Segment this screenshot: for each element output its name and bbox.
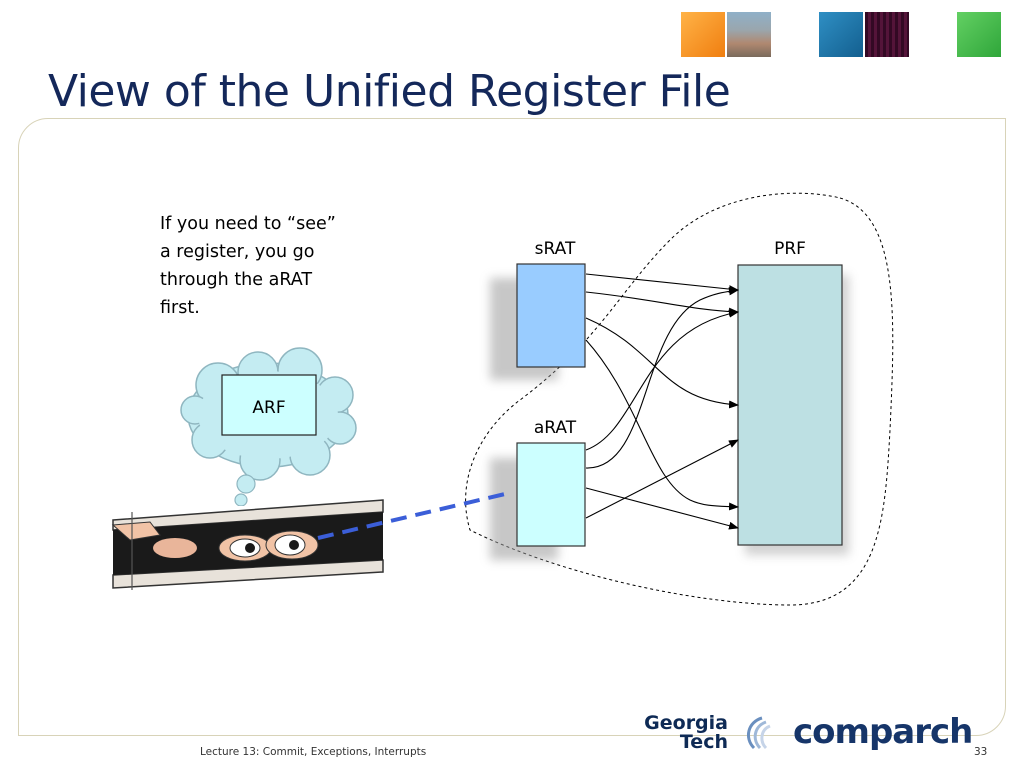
srat-mapping-arrow <box>585 339 739 511</box>
note-line: If you need to “see” <box>160 214 336 234</box>
arat-mapping-arrow <box>585 487 739 530</box>
footer-lecture-title: Lecture 13: Commit, Exceptions, Interrup… <box>200 746 427 758</box>
arf-table <box>221 374 317 436</box>
institution-logo-line2: Tech <box>679 731 728 753</box>
slide-title: View of the Unified Register File <box>48 66 731 117</box>
header-tile-green <box>957 12 1001 57</box>
institution-logo: Georgia Tech <box>636 714 728 752</box>
header-tile-blue <box>819 12 863 57</box>
note-line: through the aRAT <box>160 270 313 290</box>
srat-mapping-arrow <box>585 317 739 409</box>
arf-label: ARF <box>252 398 285 418</box>
explanation-note: If you need to “see” a register, you go … <box>160 210 370 322</box>
header-tile-circuit <box>865 12 909 57</box>
arat-mapping-arrow <box>585 287 739 469</box>
note-line: a register, you go <box>160 242 315 262</box>
srat-label: sRAT <box>535 239 576 259</box>
prf-table <box>737 264 843 546</box>
arat-label: aRAT <box>534 418 577 438</box>
prf-label: PRF <box>774 239 806 259</box>
arat-mapping-arrow <box>585 439 739 519</box>
arat-mapping-arrow <box>585 309 739 451</box>
gaze-line <box>317 492 506 540</box>
comparch-swirl-icon <box>746 716 771 750</box>
page-number: 33 <box>974 746 988 758</box>
content-panel <box>18 118 1006 736</box>
institution-logo-line1: Georgia <box>644 712 728 734</box>
header-tile-photo <box>727 12 771 57</box>
header-tile-orange <box>681 12 725 57</box>
comparch-logo: comparch <box>793 712 973 752</box>
note-line: first. <box>160 298 200 318</box>
peeking-eyes-illustration <box>111 499 384 590</box>
srat-mapping-arrow <box>585 273 739 294</box>
arat-table <box>516 442 586 547</box>
srat-mapping-arrow <box>585 291 739 316</box>
srat-table <box>516 263 586 368</box>
